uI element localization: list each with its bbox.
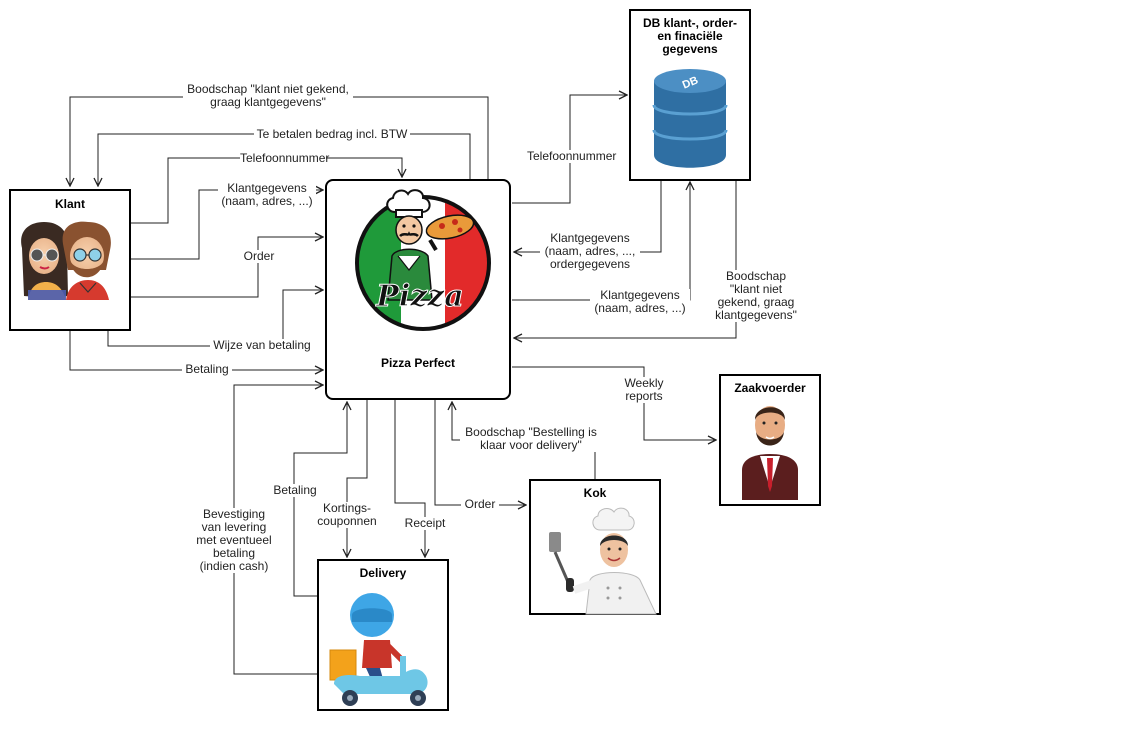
label-telefoonnummer-db: Telefoonnummer bbox=[527, 149, 617, 163]
pizza-logo-text: Pizza bbox=[375, 279, 463, 314]
flow-betaling-delivery bbox=[293, 402, 347, 597]
label-weekly-reports: Weekly reports bbox=[618, 377, 670, 403]
label-klantgegevens-db-in: Klantgegevens (naam, adres, ...) bbox=[590, 289, 690, 315]
label-boodschap-klant: Boodschap "klant niet gekend, graag klan… bbox=[183, 83, 353, 109]
label-order-klant: Order bbox=[240, 250, 278, 263]
pizza-perfect-title: Pizza Perfect bbox=[380, 356, 456, 370]
flow-receipt bbox=[394, 400, 425, 557]
flow-order-klant bbox=[131, 237, 323, 298]
label-klantgegevens-db-out: Klantgegevens (naam, adres, ..., orderge… bbox=[540, 232, 640, 271]
zaakvoerder-title: Zaakvoerder bbox=[734, 381, 806, 395]
db-title: DB klant-, order- en finaciële gegevens bbox=[642, 16, 737, 56]
delivery-title: Delivery bbox=[359, 566, 407, 580]
flow-boodschap-klant bbox=[70, 96, 489, 186]
flow-klantgegevens-db-in bbox=[512, 182, 690, 301]
label-betaling-delivery: Betaling bbox=[270, 484, 320, 497]
manager-icon bbox=[742, 406, 798, 500]
label-betaling-klant: Betaling bbox=[182, 363, 232, 376]
flow-boodschap-db bbox=[514, 180, 737, 338]
db-icon-text: DB bbox=[681, 74, 700, 91]
label-order-kok: Order bbox=[461, 498, 499, 511]
delivery-scooter-icon bbox=[329, 593, 428, 706]
flow-betaling-klant bbox=[69, 331, 323, 370]
flow-weekly-reports bbox=[512, 366, 716, 440]
label-te-betalen: Te betalen bedrag incl. BTW bbox=[254, 128, 410, 141]
chef-icon bbox=[549, 507, 657, 615]
label-kortings: Kortings- couponnen bbox=[315, 502, 379, 528]
flow-telefoonnummer-klant bbox=[131, 157, 402, 224]
label-klantgegevens-klant: Klantgegevens (naam, adres, ...) bbox=[218, 182, 316, 208]
flow-kortings bbox=[347, 400, 368, 557]
label-bevestiging: Bevestiging van levering met eventueel b… bbox=[193, 508, 275, 573]
database-icon: DB bbox=[652, 69, 728, 168]
label-receipt: Receipt bbox=[402, 517, 448, 530]
label-wijze-betaling: Wijze van betaling bbox=[210, 339, 314, 352]
label-telefoonnummer-klant: Telefoonnummer bbox=[240, 151, 330, 165]
klant-title: Klant bbox=[55, 197, 85, 211]
kok-title: Kok bbox=[583, 486, 607, 500]
flow-telefoonnummer-db bbox=[512, 95, 627, 204]
label-boodschap-kok: Boodschap "Bestelling is klaar voor deli… bbox=[460, 426, 602, 452]
flow-order-kok bbox=[434, 400, 526, 505]
label-boodschap-db: Boodschap "klant niet gekend, graag klan… bbox=[710, 270, 802, 322]
customer-couple-icon bbox=[21, 221, 111, 300]
